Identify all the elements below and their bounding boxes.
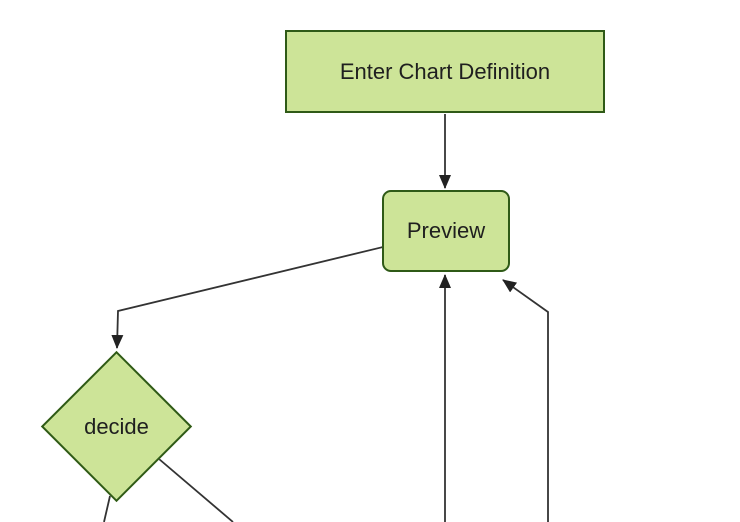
node-enter-chart-definition: Enter Chart Definition xyxy=(285,30,605,113)
node-decide-label: decide xyxy=(84,413,149,439)
node-decide: decide xyxy=(40,350,193,503)
node-enter-chart-definition-label: Enter Chart Definition xyxy=(339,58,551,84)
node-preview: Preview xyxy=(382,190,510,272)
edge-bottom-right-to-preview xyxy=(502,279,549,522)
edge-decide-to-bottom-right xyxy=(158,458,234,522)
edge-preview-to-decide xyxy=(111,246,384,349)
node-preview-label: Preview xyxy=(406,218,486,243)
edge-decide-to-bottom-left xyxy=(103,495,111,522)
